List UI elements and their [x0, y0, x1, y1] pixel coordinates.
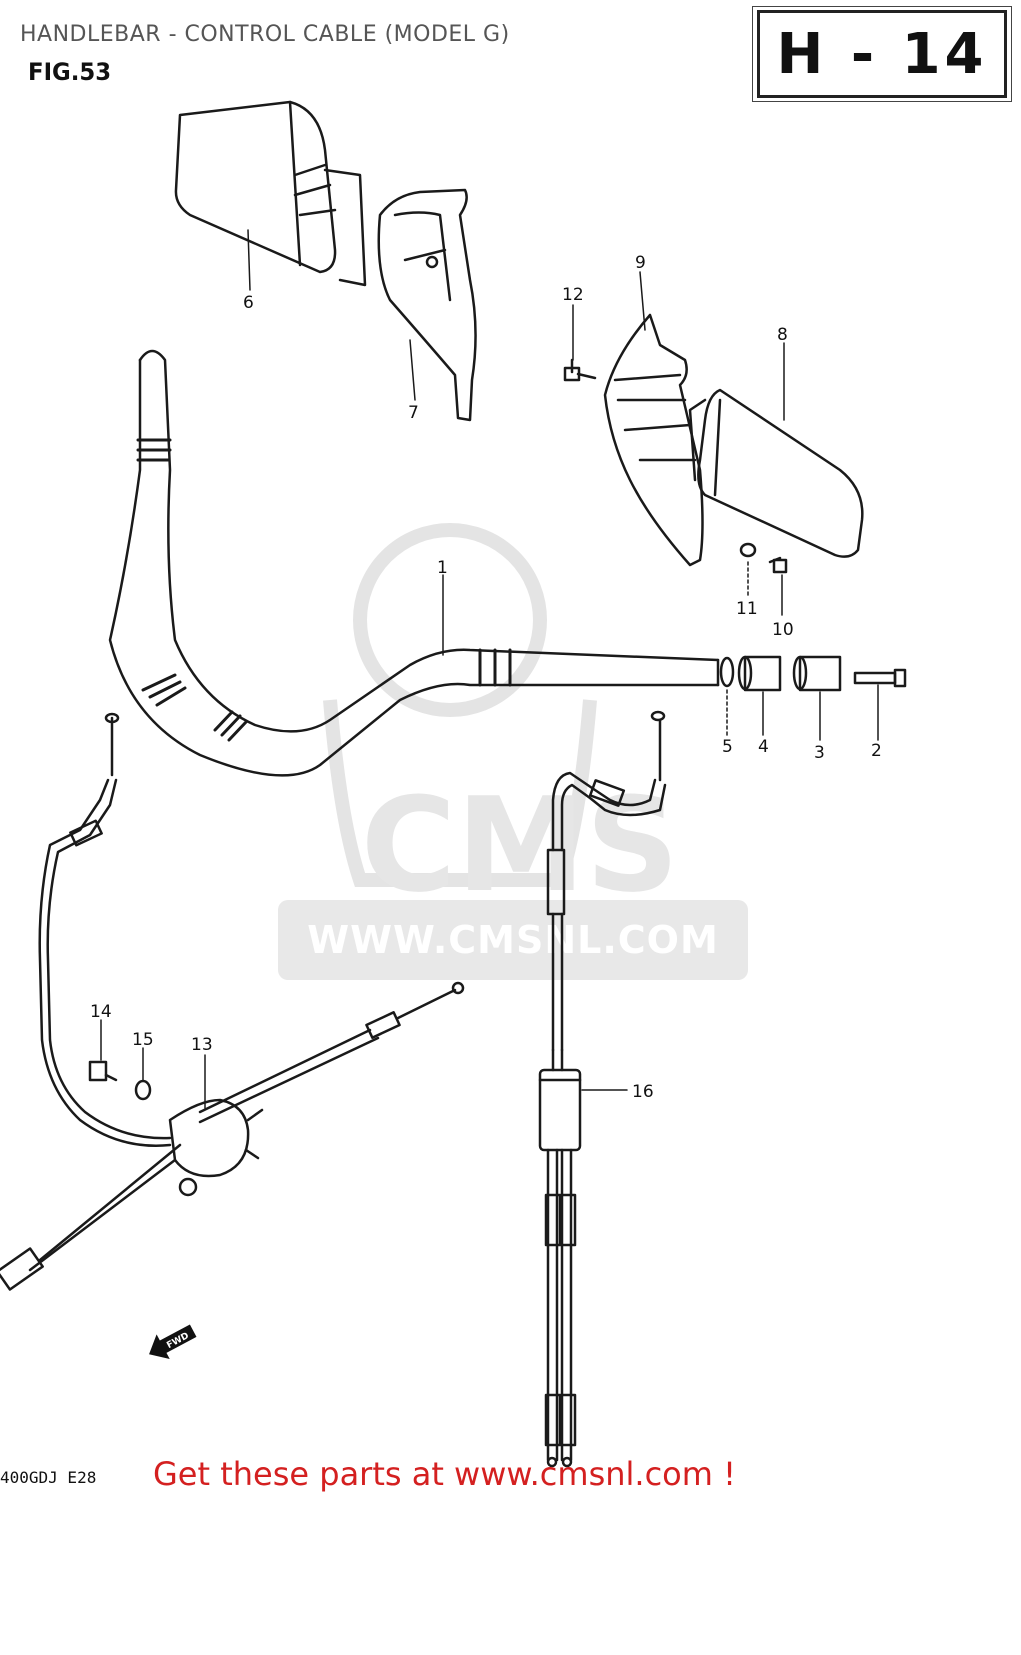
- part-3-balancer-outer: [792, 655, 842, 692]
- page-code-box: H - 14: [752, 6, 1012, 102]
- part-4-balancer-inner: [737, 655, 782, 692]
- part-2-bolt: [853, 668, 907, 688]
- part-5-o-ring: [719, 656, 735, 688]
- watermark-url: WWW.CMSNL.COM: [307, 918, 719, 962]
- parts-link[interactable]: Get these parts at www.cmsnl.com !: [153, 1455, 736, 1493]
- label-part-11: 11: [736, 599, 758, 619]
- label-part-9: 9: [635, 253, 646, 273]
- part-7-left-bracket: [377, 188, 477, 422]
- part-10-screw: [768, 556, 788, 574]
- part-number-labels: 1 2 3 4 5 6 7 8 9 10 11 12 13 14 15 16: [90, 253, 882, 1102]
- watermark-logo: [323, 523, 597, 887]
- label-part-1: 1: [437, 558, 448, 578]
- label-part-12: 12: [562, 285, 584, 305]
- figure-number: FIG.53: [28, 58, 112, 86]
- page-code: H - 14: [776, 21, 988, 87]
- part-14-nut: [88, 1060, 118, 1082]
- part-12-bolt: [563, 358, 597, 382]
- leader-lines: [100, 229, 879, 1109]
- cable-left: [0, 712, 465, 1291]
- cable-right: [544, 710, 667, 1468]
- label-part-14: 14: [90, 1002, 112, 1022]
- label-part-2: 2: [871, 741, 882, 761]
- label-part-16: 16: [632, 1082, 654, 1102]
- label-part-15: 15: [132, 1030, 154, 1050]
- page-title: HANDLEBAR - CONTROL CABLE (MODEL G): [20, 22, 510, 47]
- part-11-washer: [739, 542, 757, 558]
- part-1-handlebar: [108, 349, 720, 777]
- label-part-5: 5: [722, 737, 733, 757]
- label-part-8: 8: [777, 325, 788, 345]
- label-part-7: 7: [408, 403, 419, 423]
- label-part-10: 10: [772, 620, 794, 640]
- part-9-right-bracket: [603, 313, 704, 567]
- watermark-logo-text: CMS: [361, 769, 679, 921]
- part-8-right-hand-guard: [688, 388, 864, 558]
- label-part-3: 3: [814, 743, 825, 763]
- watermark-url-banner: WWW.CMSNL.COM: [278, 900, 748, 980]
- part-13-cable-junction: [168, 1098, 264, 1197]
- label-part-4: 4: [758, 737, 769, 757]
- part-15-washer: [134, 1079, 152, 1101]
- fwd-marker: [145, 1615, 205, 1655]
- label-part-13: 13: [191, 1035, 213, 1055]
- label-part-6: 6: [243, 293, 254, 313]
- fwd-direction-arrow: FWD: [149, 1324, 197, 1360]
- part-16-cable-junction: [538, 1068, 582, 1152]
- parts-diagram: CMS: [0, 100, 907, 1468]
- model-code: 400GDJ E28: [0, 1468, 97, 1487]
- part-6-left-hand-guard: [174, 100, 367, 287]
